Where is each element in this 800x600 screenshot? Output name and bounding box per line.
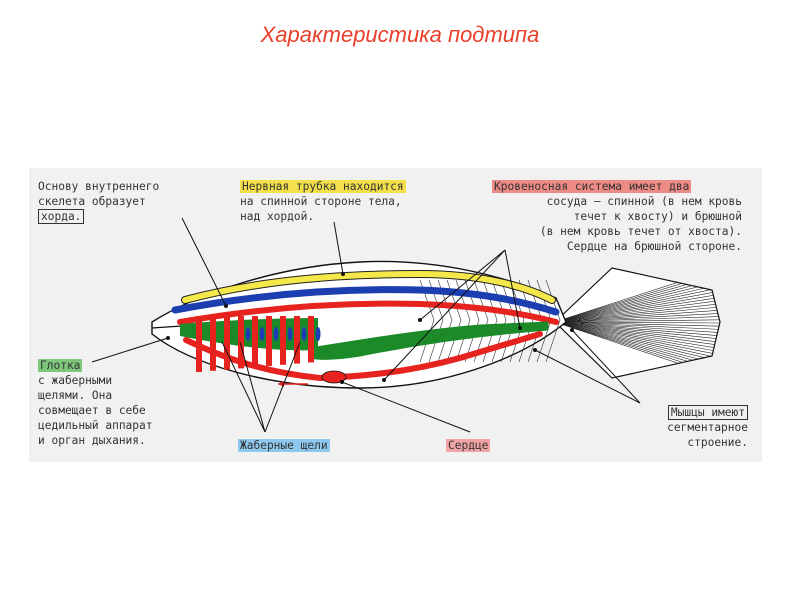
heart-highlight: Сердце <box>446 439 491 452</box>
label-skeleton-line3: хорда. <box>38 209 159 224</box>
label-heart: Сердце <box>446 438 491 453</box>
pharynx-highlight: Глотка <box>38 359 83 372</box>
label-pharynx: Глотка с жаберными щелями. Она совмещает… <box>38 358 153 448</box>
tail-ray <box>555 321 720 340</box>
tail-ray <box>555 321 720 334</box>
tail-ray <box>555 316 720 323</box>
tail-ray <box>555 309 720 323</box>
tail-ray <box>555 319 720 323</box>
gill-slit <box>301 327 307 341</box>
myomere <box>500 279 516 363</box>
gill-bar <box>280 316 286 365</box>
gill-slit <box>315 327 321 341</box>
gill-bar <box>210 316 216 371</box>
label-skeleton: Основу внутреннего скелета образует хорд… <box>38 179 159 224</box>
label-pharynx-line4: совмещает в себе <box>38 404 146 417</box>
label-blood-line5: Сердце на брюшной стороне. <box>566 240 742 253</box>
gill-slits-highlight: Жаберные щели <box>238 439 330 452</box>
pointer-dots <box>166 272 574 384</box>
page-title: Характеристика подтипа <box>260 22 540 47</box>
tail-ray <box>555 321 720 350</box>
label-nerve-line3: над хордой. <box>240 210 315 223</box>
tail-ray <box>555 303 720 323</box>
mouth <box>151 325 183 329</box>
tail-fin <box>554 267 721 379</box>
tail-ray <box>555 321 720 324</box>
tail-ray <box>555 321 720 363</box>
label-nerve-tube: Нервная трубка находится на спинной стор… <box>240 179 406 224</box>
tail-ray <box>555 296 720 323</box>
heart-organ <box>321 370 347 384</box>
gill-bar <box>238 316 244 369</box>
tail-ray <box>555 321 720 337</box>
label-muscles: Мышцы имеют сегментарное строение. <box>620 405 748 450</box>
label-pharynx-line3: щелями. Она <box>38 389 113 402</box>
label-blood-line4: (в нем кровь течет от хвоста). <box>539 225 742 238</box>
tail-ray <box>555 300 720 323</box>
gill-slit <box>245 327 251 341</box>
tail-ray <box>555 280 720 323</box>
gill-bar <box>266 316 272 366</box>
tail-ray <box>555 287 720 323</box>
tail-ray <box>555 321 720 359</box>
tail-ray <box>555 321 720 366</box>
intestine <box>309 321 549 360</box>
tail-ray <box>555 321 720 327</box>
myomere <box>518 279 534 363</box>
label-muscles-line3: строение. <box>687 436 748 449</box>
ventral-vessel <box>183 331 543 382</box>
label-blood-line2: сосуда — спинной (в нем кровь <box>546 195 742 208</box>
nerve-tube-highlight: Нервная трубка находится <box>240 180 406 193</box>
label-skeleton-line1: Основу внутреннего <box>38 180 160 193</box>
gill-bar <box>294 316 300 364</box>
muscles-term-box: Мышцы имеют <box>667 405 748 420</box>
label-blood-system: Кровеносная система имеет два сосуда — с… <box>492 179 742 254</box>
tail-ray <box>555 283 720 323</box>
tail-ray <box>555 312 720 323</box>
tail-ray <box>555 293 720 323</box>
gill-bar <box>224 316 230 370</box>
label-pharynx-line5: цедильный аппарат <box>38 419 153 432</box>
pointer-lines <box>91 217 641 433</box>
blood-system-highlight: Кровеносная система имеет два <box>492 180 692 193</box>
label-pharynx-line2: с жаберными <box>38 374 113 387</box>
tail-ray <box>555 306 720 323</box>
tail-ray <box>555 321 720 330</box>
tail-ray <box>555 290 720 323</box>
gill-bar <box>252 316 258 368</box>
label-muscles-line2: сегментарное <box>667 421 748 434</box>
gill-slit <box>287 327 293 341</box>
tail-ray <box>555 321 720 346</box>
chord-term-box: хорда. <box>38 209 85 224</box>
gill-slit <box>259 327 265 341</box>
label-nerve-line2: на спинной стороне тела, <box>240 195 402 208</box>
tail-ray <box>555 321 720 343</box>
tail-ray <box>555 321 720 353</box>
myomere <box>509 279 525 363</box>
gill-bar <box>308 316 314 363</box>
tail-ray <box>555 321 720 356</box>
label-gill-slits: Жаберные щели <box>238 438 330 453</box>
chord <box>171 286 560 316</box>
label-blood-line3: течет к хвосту) и брюшной <box>573 210 742 223</box>
label-skeleton-line2: скелета образует <box>38 195 146 208</box>
gill-slit <box>273 327 279 341</box>
myomere <box>545 279 561 363</box>
label-pharynx-line6: и орган дыхания. <box>38 434 146 447</box>
